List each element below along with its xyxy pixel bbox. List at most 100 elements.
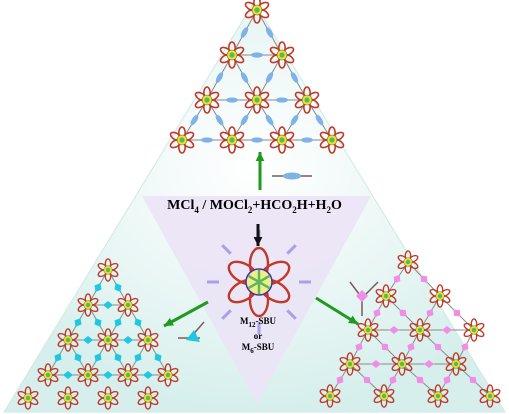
sbu-node: [427, 384, 449, 408]
sbu-node: [117, 293, 139, 317]
sbu-node: [77, 363, 99, 387]
arrow-to-top-net: [255, 152, 265, 190]
free-linker-ring: [356, 290, 368, 302]
node-center: [85, 372, 91, 378]
linker: [363, 376, 371, 384]
arrow-to-top-net-head: [255, 152, 265, 162]
node-center: [125, 372, 131, 378]
sbu-node: [269, 41, 295, 69]
linker: [416, 376, 424, 384]
linker: [315, 114, 324, 126]
node-center: [437, 293, 443, 299]
sbu-label-m6: M6-SBU: [241, 341, 275, 355]
linker: [301, 137, 313, 143]
linker: [215, 72, 224, 83]
node-center: [105, 395, 111, 401]
cluster-direction-arrow: [221, 244, 232, 255]
node-center: [165, 372, 171, 378]
linker: [389, 375, 397, 385]
linker: [63, 371, 73, 379]
node-center: [399, 361, 405, 367]
linker: [290, 72, 299, 83]
linker: [461, 342, 469, 352]
sbu-node: [357, 318, 379, 342]
arrow-to-right-net: [315, 296, 359, 326]
linker: [114, 353, 122, 362]
sbu-node: [169, 126, 195, 154]
node-center: [347, 361, 353, 367]
linker: [381, 343, 389, 351]
node-center: [453, 361, 459, 367]
sbu-node: [429, 284, 451, 308]
sbu-node: [219, 126, 245, 154]
node-center: [229, 52, 235, 58]
linker: [114, 318, 122, 327]
node-center: [65, 395, 71, 401]
arrow-to-cluster: [253, 224, 263, 246]
linker: [154, 353, 162, 362]
linker: [74, 318, 82, 327]
node-center: [105, 337, 111, 343]
linker: [453, 309, 461, 317]
linker: [336, 375, 344, 385]
central-sbu-cluster: [207, 230, 311, 334]
sbu-node: [269, 126, 295, 154]
linker: [371, 360, 381, 368]
node-center: [381, 393, 387, 399]
node-center: [254, 7, 260, 13]
linker: [83, 336, 93, 344]
linker: [54, 353, 62, 362]
node-center: [383, 293, 389, 299]
cluster-spoke: [258, 274, 271, 284]
linker: [276, 97, 288, 103]
node-center: [125, 302, 131, 308]
sbu-node: [375, 284, 397, 308]
free-linker-ring: [283, 172, 301, 180]
node-center: [145, 337, 151, 343]
linker: [94, 353, 102, 362]
linker: [251, 52, 263, 58]
sbu-node: [57, 328, 79, 352]
node-center: [254, 97, 260, 103]
linker: [251, 137, 263, 143]
sbu-label-m12: M12-SBU: [239, 316, 276, 329]
sbu-node: [373, 384, 395, 408]
cluster-spoke: [247, 274, 260, 284]
node-center: [179, 137, 185, 143]
reaction-equation: MCl4 / MOCl2+HCO2H+H2O: [167, 198, 342, 215]
linker: [103, 371, 113, 379]
sbu-node: [339, 352, 361, 376]
linker: [389, 326, 399, 334]
node-center: [365, 327, 371, 333]
sbu-node: [463, 318, 485, 342]
sbu-node: [137, 328, 159, 352]
linker: [226, 97, 238, 103]
linker: [265, 72, 274, 83]
sbu-node: [319, 126, 345, 154]
node-center: [435, 393, 441, 399]
sbu-node: [294, 86, 320, 114]
sbu-node: [319, 384, 341, 408]
node-center: [145, 395, 151, 401]
arrow-to-cluster-head: [253, 236, 263, 246]
linker: [240, 27, 249, 38]
linker: [265, 27, 274, 38]
linker: [215, 114, 224, 126]
linker: [290, 114, 299, 126]
node-center: [25, 395, 31, 401]
linker: [442, 326, 452, 334]
cluster-direction-arrow: [221, 309, 232, 320]
arrow-to-right-net-head: [348, 315, 358, 324]
sbu-node: [117, 363, 139, 387]
cluster-spoke: [247, 280, 260, 290]
sbu-label-or: or: [253, 330, 263, 341]
sbu-node: [445, 352, 467, 376]
node-center: [229, 137, 235, 143]
sbu-node: [57, 386, 79, 410]
linker: [355, 342, 363, 352]
node-center: [65, 337, 71, 343]
free-linker-right: [349, 281, 379, 316]
sbu-node: [77, 293, 99, 317]
linker: [265, 114, 274, 126]
